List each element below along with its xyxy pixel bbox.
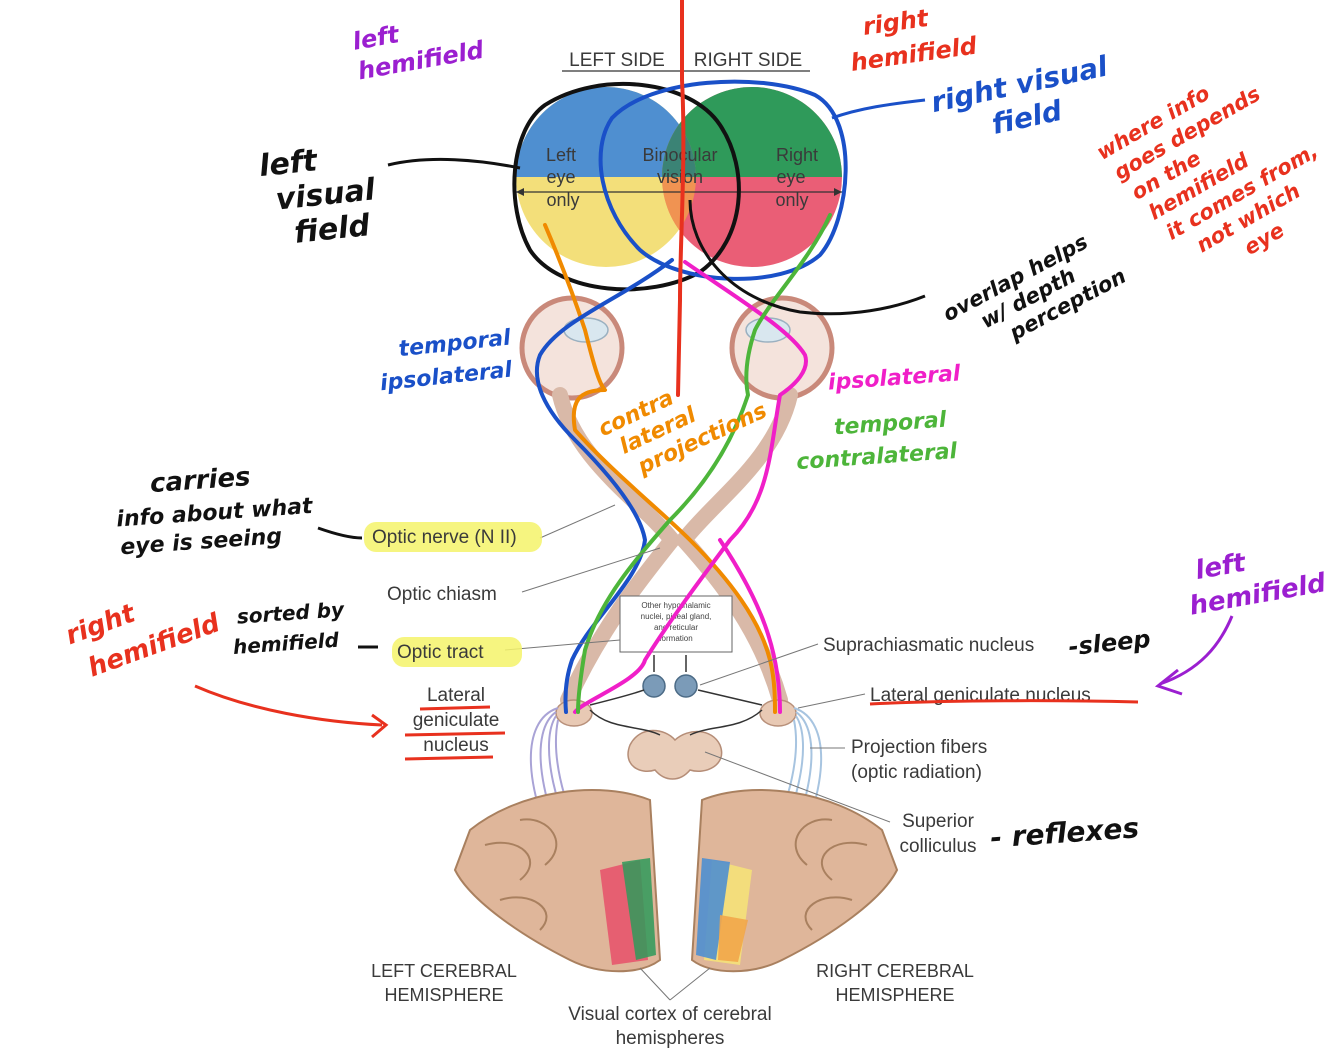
ink-pathways xyxy=(534,0,832,714)
right-hemisphere-label-1: RIGHT CEREBRAL xyxy=(816,961,974,981)
right-eye-only-3: only xyxy=(775,190,808,210)
printed-labels: Optic nerve (N II) Optic chiasm Optic tr… xyxy=(371,527,1091,1049)
lgn-left-label-3: nucleus xyxy=(423,735,489,756)
left-hemisphere-label-1: LEFT CEREBRAL xyxy=(371,961,517,981)
right-eye-only-1: Right xyxy=(776,145,818,165)
right-eye-field xyxy=(662,87,842,267)
hypothalamic-box: Other hypothalamic nuclei, pineal gland,… xyxy=(619,595,733,653)
projection-fibers-label-2: (optic radiation) xyxy=(851,762,982,783)
left-hemifield-right-1: left xyxy=(1193,548,1249,587)
right-side-label: RIGHT SIDE xyxy=(694,50,802,71)
left-hemifield-arrow xyxy=(1159,615,1234,686)
blue-ipsilateral-path xyxy=(534,258,674,714)
temporal-ipsi-2: ipsolateral xyxy=(379,358,514,397)
right-visual-field-pointer xyxy=(831,98,926,120)
left-visual-field-1: left xyxy=(257,143,320,184)
optic-nerve-label: Optic nerve (N II) xyxy=(372,527,517,548)
magenta-ipsilateral-path xyxy=(573,260,808,714)
lgn-left-label-2: geniculate xyxy=(413,710,500,731)
sleep-label: -sleep xyxy=(1067,625,1152,661)
right-hemisphere-brain xyxy=(690,789,899,973)
sorted-by-2: hemifield xyxy=(232,628,340,659)
right-hemisphere-label-2: HEMISPHERE xyxy=(835,985,954,1005)
superior-colliculus-label-1: Superior xyxy=(902,811,974,832)
reflexes-label: - reflexes xyxy=(989,811,1140,854)
right-cortex-orange xyxy=(718,915,748,962)
suprachiasmatic-nuclei xyxy=(642,674,698,698)
ipsolateral-label: ipsolateral xyxy=(827,361,961,395)
temporal-contra-1: temporal xyxy=(833,408,947,441)
left-eye-only-2: eye xyxy=(546,167,575,187)
right-field-outline xyxy=(598,79,848,281)
projection-fibers-label-1: Projection fibers xyxy=(851,737,987,758)
right-hemifield-arrow xyxy=(194,684,383,727)
hypo-line-3: and reticular xyxy=(654,623,698,632)
carries-1: carries xyxy=(149,462,251,499)
leader-lines xyxy=(504,504,891,1001)
carries-pointer xyxy=(317,526,363,540)
collicular-arrows xyxy=(589,655,763,736)
lgn-left-label-1: Lateral xyxy=(427,685,485,706)
overlap-pointer xyxy=(688,199,926,316)
green-contralateral-path xyxy=(576,213,832,714)
right-eye-only-2: eye xyxy=(776,167,805,187)
optic-tract-label: Optic tract xyxy=(397,642,484,663)
temporal-ipsi-1: temporal xyxy=(397,326,512,363)
right-cortex-blue xyxy=(696,858,730,960)
carries-2: info about what xyxy=(116,494,315,533)
highlights xyxy=(364,522,542,667)
left-hemisphere-label-2: HEMISPHERE xyxy=(384,985,503,1005)
temporal-contra-2: contralateral xyxy=(796,439,959,475)
left-visual-field-pointer xyxy=(387,157,521,170)
side-labels: LEFT SIDE RIGHT SIDE xyxy=(562,50,810,72)
left-cortex-green xyxy=(622,858,656,960)
optic-nerve-highlight xyxy=(364,522,542,552)
red-underlines xyxy=(404,699,1139,761)
orange-contralateral-path xyxy=(543,223,777,714)
superior-colliculus-label-2: colliculus xyxy=(899,836,976,857)
optic-tract-highlight xyxy=(392,637,522,667)
superior-colliculus xyxy=(627,729,723,780)
left-eye-only-3: only xyxy=(546,190,579,210)
binocular-1: Binocular xyxy=(642,145,717,165)
suprachiasmatic-label: Suprachiasmatic nucleus xyxy=(823,635,1034,656)
optic-chiasm-label: Optic chiasm xyxy=(387,584,497,605)
hypo-line-1: Other hypothalamic xyxy=(641,601,710,610)
midline-red-line xyxy=(676,0,686,397)
sorted-by-1: sorted by xyxy=(236,597,346,628)
right-hemifield-top-1: right xyxy=(861,4,932,41)
left-visual-field-3: field xyxy=(293,208,372,251)
hypo-line-4: formation xyxy=(659,634,692,643)
left-side-label: LEFT SIDE xyxy=(569,50,665,71)
left-eye-only-1: Left xyxy=(546,145,576,165)
left-hemisphere-brain xyxy=(453,789,662,973)
visual-cortex-label-1: Visual cortex of cerebral xyxy=(568,1004,771,1025)
visual-cortex-label-2: hemispheres xyxy=(616,1028,725,1049)
binocular-2: vision xyxy=(657,167,703,187)
